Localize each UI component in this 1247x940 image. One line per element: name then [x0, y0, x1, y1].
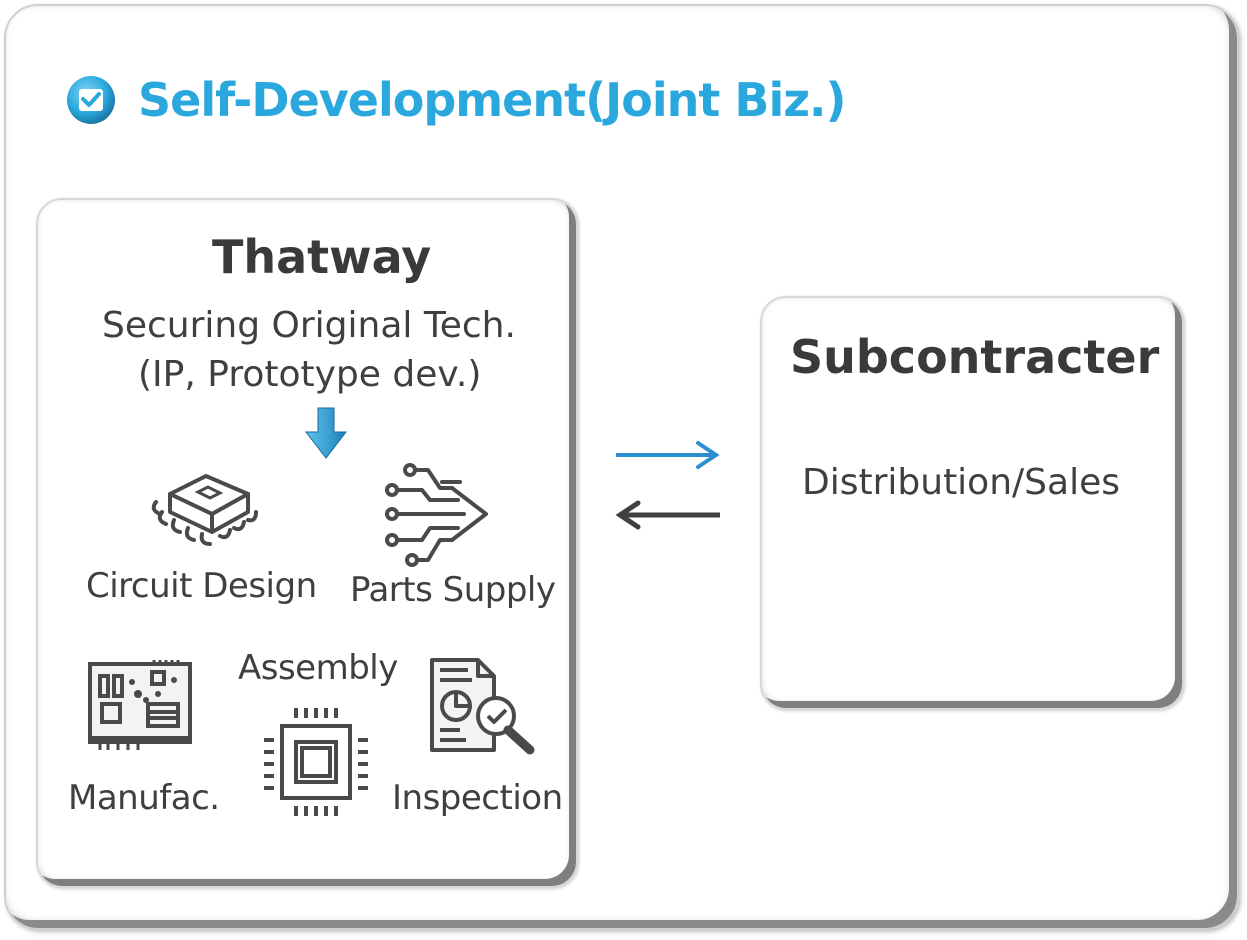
- circuit-board-icon: [88, 660, 192, 750]
- step-circuit-design: Circuit Design: [86, 566, 317, 606]
- page-title: Self-Development(Joint Biz.): [138, 73, 846, 127]
- forward-arrow-icon: [616, 441, 720, 469]
- thatway-panel: [36, 198, 578, 888]
- down-arrow-icon: [304, 407, 348, 459]
- document-search-icon: [430, 658, 535, 755]
- step-manufac: Manufac.: [68, 778, 220, 818]
- subcontractor-role: Distribution/Sales: [802, 462, 1120, 503]
- header: Self-Development(Joint Biz.): [66, 68, 846, 132]
- step-inspection: Inspection: [392, 778, 563, 818]
- checkbox-check-icon: [67, 76, 115, 124]
- step-assembly: Assembly: [238, 648, 398, 688]
- processor-icon: [264, 708, 368, 816]
- subcontractor-panel: [760, 296, 1184, 710]
- step-parts-supply: Parts Supply: [350, 570, 556, 610]
- subcontractor-title: Subcontracter: [790, 330, 1160, 384]
- circuit-arrow-icon: [385, 463, 488, 567]
- back-arrow-icon: [615, 500, 720, 530]
- thatway-title: Thatway: [212, 230, 432, 284]
- thatway-desc-line1: Securing Original Tech.: [102, 305, 516, 346]
- chip-icon: [151, 474, 258, 546]
- thatway-desc-line2: (IP, Prototype dev.): [138, 354, 482, 395]
